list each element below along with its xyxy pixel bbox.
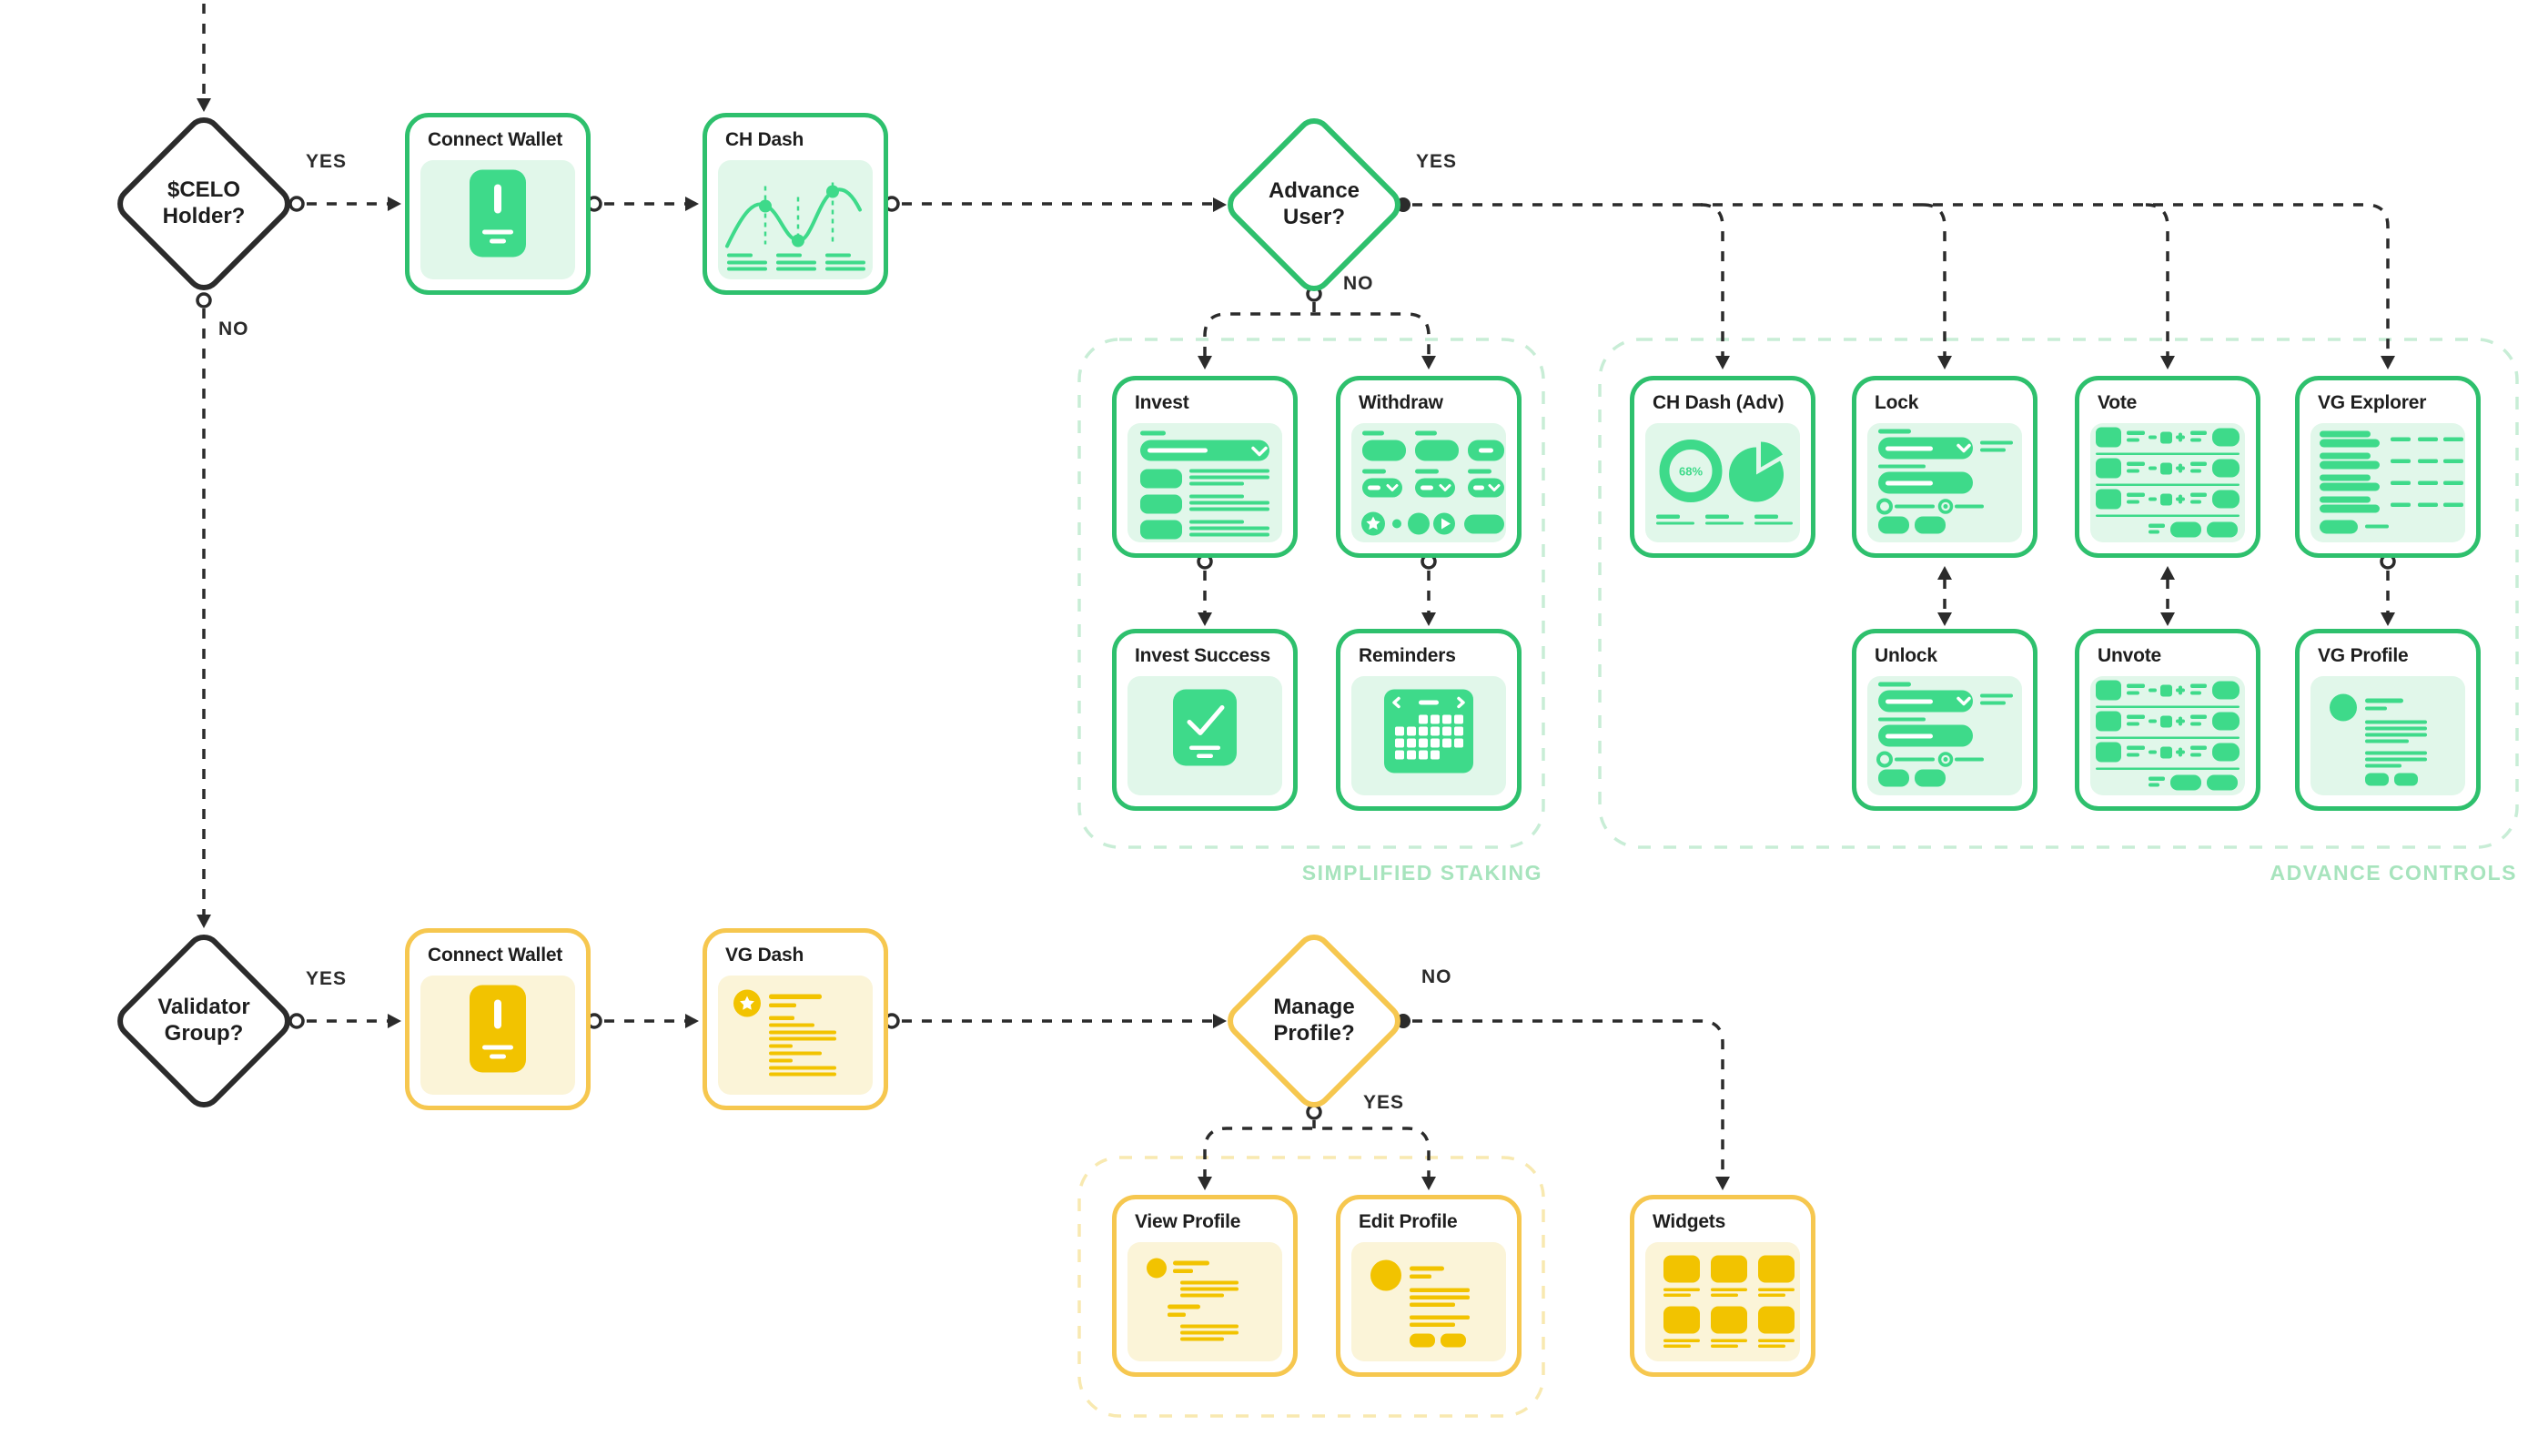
- connector-manage-no: [1412, 1019, 1724, 1179]
- node-ch-dash-adv[interactable]: CH Dash (Adv) 68%: [1630, 376, 1815, 558]
- vote-list-icon: [2090, 423, 2245, 542]
- edge-label-advance-no: NO: [1343, 273, 1374, 294]
- node-lock[interactable]: Lock: [1852, 376, 2037, 558]
- profile-summary-icon: [2310, 676, 2465, 795]
- edge-label-manage-yes: YES: [1363, 1092, 1405, 1113]
- connector-advance-branch-2: [1922, 203, 1946, 357]
- wallet-alert-icon: [420, 976, 575, 1095]
- node-connect-wallet-vg[interactable]: Connect Wallet: [405, 928, 591, 1110]
- edge-label-advance-yes: YES: [1416, 151, 1458, 172]
- invest-form-icon: [1127, 423, 1282, 542]
- decision-manage-profile[interactable]: Manage Profile?: [1219, 926, 1409, 1116]
- node-widgets[interactable]: Widgets: [1630, 1195, 1815, 1377]
- vote-list-icon: [2090, 676, 2245, 795]
- node-vote[interactable]: Vote: [2075, 376, 2260, 558]
- node-connect-wallet[interactable]: Connect Wallet: [405, 113, 591, 295]
- connector-advance-branch-3: [2145, 203, 2169, 357]
- group-label-advance-controls: ADVANCE CONTROLS: [2270, 861, 2517, 885]
- view-profile-icon: [1127, 1242, 1282, 1361]
- decision-celo-holder[interactable]: $CELO Holder?: [109, 109, 298, 298]
- decision-label: Manage Profile?: [1273, 995, 1355, 1046]
- group-outline-simplified-staking: [1077, 338, 1545, 849]
- decision-validator-group[interactable]: Validator Group?: [109, 926, 298, 1116]
- node-unlock[interactable]: Unlock: [1852, 629, 2037, 811]
- edge-label-celo-yes: YES: [306, 151, 348, 172]
- node-ch-dash[interactable]: CH Dash: [703, 113, 888, 295]
- decision-label: Validator Group?: [157, 995, 250, 1046]
- connector-advance-yes-main: [1412, 203, 2390, 357]
- group-outline-advance-controls: [1598, 338, 2519, 849]
- star-list-icon: [718, 976, 873, 1095]
- edit-profile-icon: [1351, 1242, 1506, 1361]
- connector-advance-branch-1: [1700, 203, 1724, 357]
- node-invest-success[interactable]: Invest Success: [1112, 629, 1298, 811]
- node-withdraw[interactable]: Withdraw: [1336, 376, 1522, 558]
- edge-label-manage-no: NO: [1421, 966, 1452, 987]
- node-unvote[interactable]: Unvote: [2075, 629, 2260, 811]
- calendar-icon: [1351, 676, 1506, 795]
- node-vg-profile[interactable]: VG Profile: [2295, 629, 2481, 811]
- svg-text:68%: 68%: [1679, 465, 1703, 479]
- connector-manage-yes-split: [1203, 1127, 1431, 1179]
- lock-form-icon: [1867, 676, 2022, 795]
- decision-label: Advance User?: [1268, 178, 1360, 229]
- node-vg-explorer[interactable]: VG Explorer: [2295, 376, 2481, 558]
- success-check-icon: [1127, 676, 1282, 795]
- node-invest[interactable]: Invest: [1112, 376, 1298, 558]
- decision-advance-user[interactable]: Advance User?: [1219, 110, 1409, 299]
- node-view-profile[interactable]: View Profile: [1112, 1195, 1298, 1377]
- donut-pie-stats-icon: 68%: [1645, 423, 1800, 542]
- lock-form-icon: [1867, 423, 2022, 542]
- decision-label: $CELO Holder?: [162, 177, 246, 228]
- group-label-simplified-staking: SIMPLIFIED STAKING: [1301, 861, 1542, 885]
- edge-label-validator-yes: YES: [306, 968, 348, 989]
- node-vg-dash[interactable]: VG Dash: [703, 928, 888, 1110]
- line-chart-icon: [718, 160, 873, 279]
- connector-advance-no-split: [1203, 312, 1431, 357]
- group-outline-manage-profile: [1077, 1156, 1545, 1418]
- node-reminders[interactable]: Reminders: [1336, 629, 1522, 811]
- edge-label-celo-no: NO: [218, 318, 249, 339]
- wallet-alert-icon: [420, 160, 575, 279]
- withdraw-controls-icon: [1351, 423, 1506, 542]
- widgets-grid-icon: [1645, 1242, 1800, 1361]
- node-edit-profile[interactable]: Edit Profile: [1336, 1195, 1522, 1377]
- explorer-table-icon: [2310, 423, 2465, 542]
